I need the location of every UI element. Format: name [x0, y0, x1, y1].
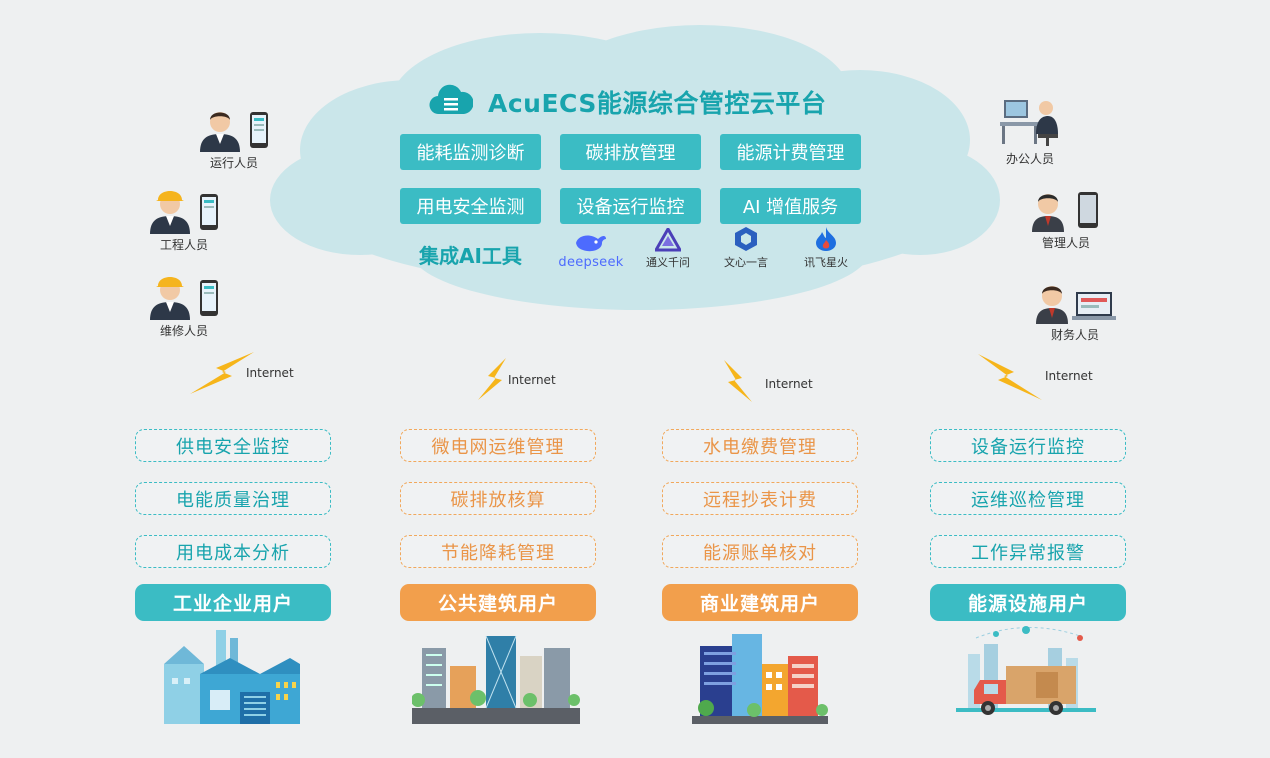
factory-illustration-icon — [164, 630, 300, 724]
service-energy-monitoring[interactable]: 能耗监测诊断 — [400, 134, 541, 170]
ai-tool-deepseek-label: deepseek — [558, 255, 624, 270]
user-energy-facility-button[interactable]: 能源设施用户 — [930, 584, 1126, 621]
feature-remote-metering[interactable]: 远程抄表计费 — [662, 482, 858, 515]
ai-tool-xunfei: 讯飞星火 — [781, 226, 871, 270]
ai-tool-wenxin-label: 文心一言 — [724, 256, 768, 269]
person-operator-label: 运行人员 — [209, 156, 258, 170]
ai-tools-label: 集成AI工具 — [419, 244, 522, 268]
person-manager-label: 管理人员 — [1041, 236, 1090, 250]
service-energy-billing[interactable]: 能源计费管理 — [720, 134, 861, 170]
person-finance: 财务人员 — [1034, 280, 1116, 343]
operator-with-phone-icon — [200, 112, 268, 152]
xunfei-flame-icon — [816, 227, 836, 251]
lightning-bolt-icon — [724, 360, 752, 402]
feature-inspection[interactable]: 运维巡检管理 — [930, 482, 1126, 515]
feature-bill-check[interactable]: 能源账单核对 — [662, 535, 858, 568]
feature-microgrid[interactable]: 微电网运维管理 — [400, 429, 596, 462]
commercial-buildings-illustration-icon — [692, 634, 828, 724]
office-worker-desk-icon — [1000, 100, 1058, 146]
ai-tool-wenxin: 文心一言 — [701, 226, 791, 270]
internet-label-4: Internet — [1045, 369, 1093, 383]
feature-equipment-monitoring[interactable]: 设备运行监控 — [930, 429, 1126, 462]
feature-carbon-accounting[interactable]: 碳排放核算 — [400, 482, 596, 515]
ai-tool-deepseek: deepseek — [546, 226, 636, 270]
feature-anomaly-alarm[interactable]: 工作异常报警 — [930, 535, 1126, 568]
user-public-building-button[interactable]: 公共建筑用户 — [400, 584, 596, 621]
manager-with-phone-icon — [1032, 192, 1098, 232]
user-commercial-building-button[interactable]: 商业建筑用户 — [662, 584, 858, 621]
ai-tool-tongyi: 通义千问 — [623, 226, 713, 270]
user-industrial-button[interactable]: 工业企业用户 — [135, 584, 331, 621]
internet-label-1: Internet — [246, 366, 294, 380]
feature-power-safety[interactable]: 供电安全监控 — [135, 429, 331, 462]
feature-utility-payment[interactable]: 水电缴费管理 — [662, 429, 858, 462]
engineer-with-phone-icon — [150, 191, 218, 234]
cloud-platform-icon — [429, 84, 473, 115]
lightning-bolt-icon — [478, 358, 506, 400]
service-electric-safety[interactable]: 用电安全监测 — [400, 188, 541, 224]
person-engineer: 工程人员 — [148, 184, 220, 253]
energy-facility-truck-illustration-icon — [956, 626, 1096, 715]
person-maintenance: 维修人员 — [148, 270, 220, 339]
ai-tool-xunfei-label: 讯飞星火 — [804, 256, 848, 269]
platform-title: AcuECS能源综合管控云平台 — [488, 89, 827, 118]
person-finance-label: 财务人员 — [1050, 328, 1099, 342]
person-office-label: 办公人员 — [1005, 152, 1054, 166]
internet-label-3: Internet — [765, 377, 813, 391]
lightning-bolt-icon — [978, 354, 1042, 400]
feature-power-cost[interactable]: 用电成本分析 — [135, 535, 331, 568]
service-ai-value-added[interactable]: AI 增值服务 — [720, 188, 861, 224]
person-operator: 运行人员 — [198, 104, 270, 171]
public-buildings-illustration-icon — [412, 635, 580, 724]
service-carbon-management[interactable]: 碳排放管理 — [560, 134, 701, 170]
finance-with-laptop-icon — [1036, 286, 1116, 324]
internet-label-2: Internet — [508, 373, 556, 387]
person-manager: 管理人员 — [1030, 188, 1102, 251]
person-office: 办公人员 — [998, 94, 1062, 167]
feature-power-quality[interactable]: 电能质量治理 — [135, 482, 331, 515]
person-engineer-label: 工程人员 — [159, 238, 208, 252]
wenxin-icon — [735, 227, 757, 251]
deepseek-whale-icon — [576, 235, 606, 252]
service-equipment-monitoring[interactable]: 设备运行监控 — [560, 188, 701, 224]
feature-energy-saving[interactable]: 节能降耗管理 — [400, 535, 596, 568]
tongyi-icon — [655, 228, 681, 252]
maintenance-with-phone-icon — [150, 277, 218, 320]
ai-tool-tongyi-label: 通义千问 — [646, 256, 690, 269]
person-maintenance-label: 维修人员 — [159, 324, 208, 338]
